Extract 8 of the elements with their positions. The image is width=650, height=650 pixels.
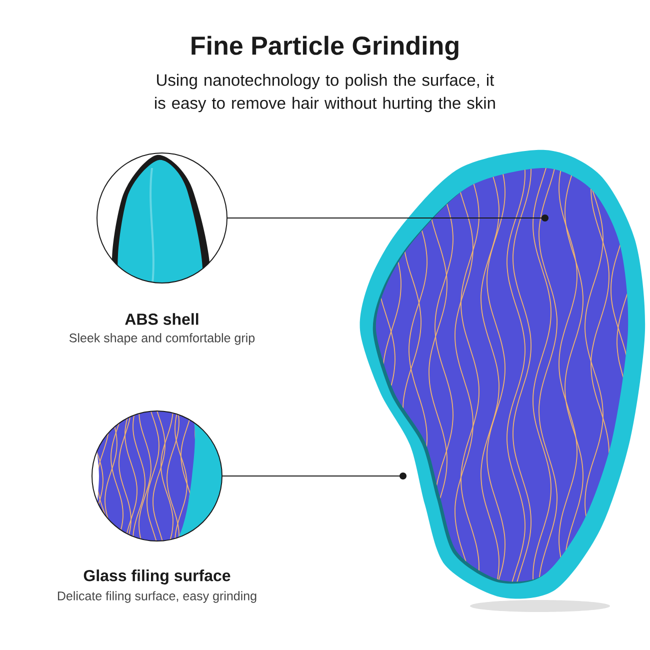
- subtitle: Using nanotechnology to polish the surface, it is easy to remove hair without hurting the skin: [155, 74, 495, 112]
- leader-line: [222, 472, 406, 480]
- title: Fine Particle Grinding: [192, 36, 458, 60]
- part-description: Delicate filing surface, easy grinding: [58, 591, 256, 603]
- part-heading: ABS shell: [125, 313, 198, 325]
- leader-line: [227, 214, 548, 222]
- part-heading: Glass filing surface: [84, 570, 230, 584]
- part-description: Sleek shape and comfortable grip: [69, 333, 255, 345]
